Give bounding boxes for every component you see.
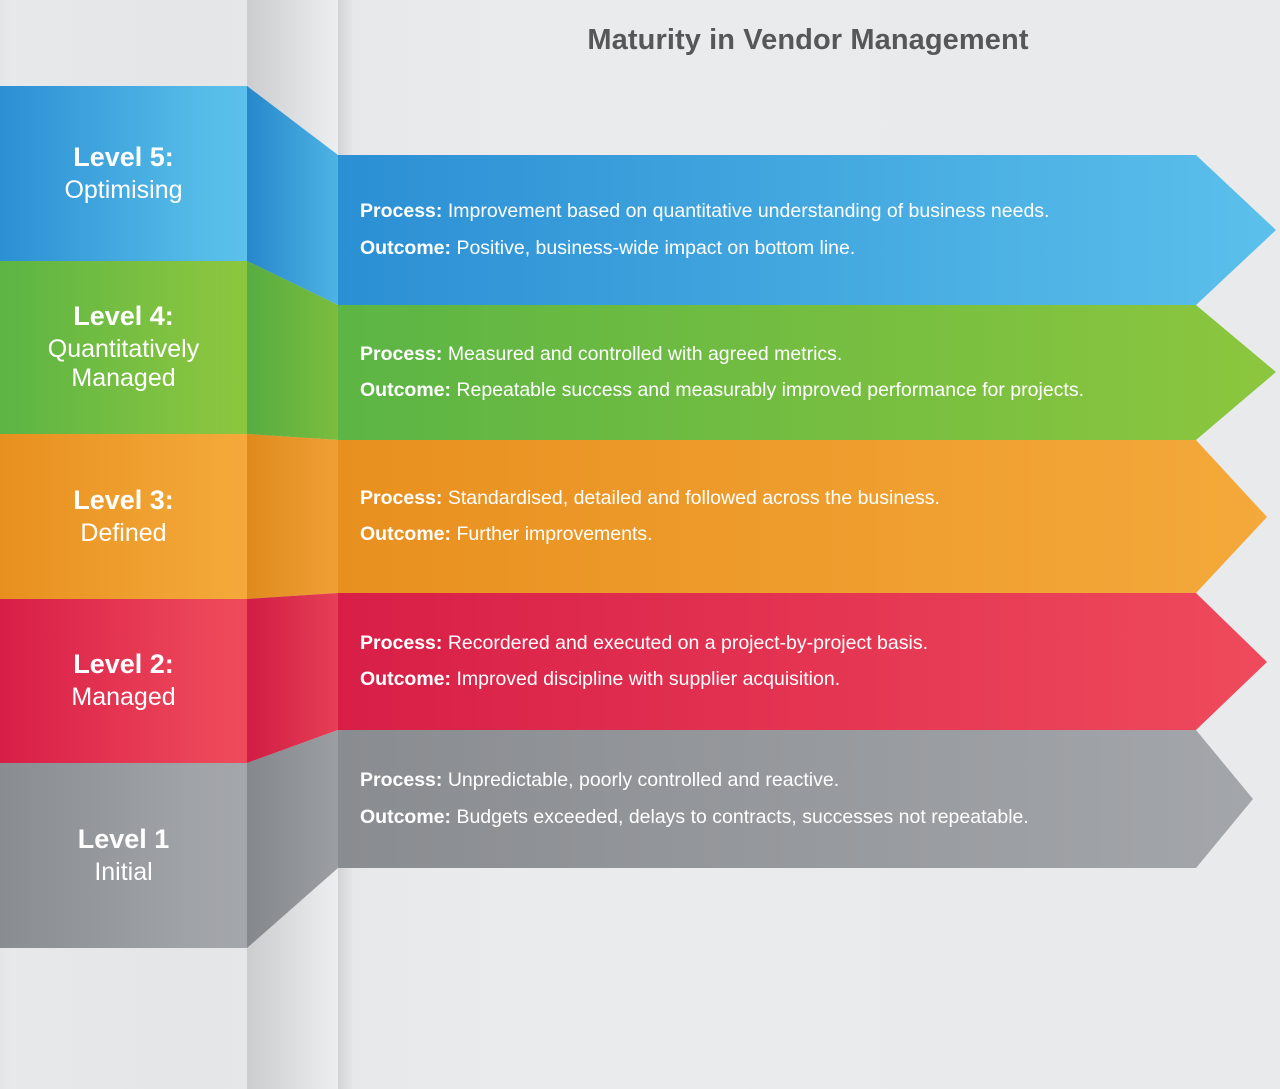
process-line: Process: Standardised, detailed and foll… — [360, 486, 1198, 509]
level-label-number: Level 2: — [73, 649, 174, 680]
process-text: Recordered and executed on a project-by-… — [447, 631, 928, 654]
process-text: Unpredictable, poorly controlled and rea… — [447, 769, 840, 791]
outcome-label: Outcome: — [360, 805, 452, 828]
level-label-name: Managed — [71, 683, 176, 712]
outcome-line: Outcome: Further improvements. — [360, 523, 1198, 545]
level-label-name: Optimising — [64, 175, 183, 204]
process-text: Standardised, detailed and followed acro… — [447, 486, 940, 509]
level-label-number: Level 3: — [73, 484, 174, 515]
outcome-label: Outcome: — [360, 236, 452, 259]
outcome-text: Positive, business-wide impact on bottom… — [456, 236, 856, 259]
outcome-label: Outcome: — [360, 668, 452, 690]
arrow-text-level-3: Process: Standardised, detailed and foll… — [338, 440, 1198, 593]
arrow-text-level-1: Process: Unpredictable, poorly controlle… — [338, 730, 1218, 868]
outcome-label: Outcome: — [360, 379, 452, 401]
process-text: Improvement based on quantitative unders… — [447, 200, 1050, 222]
level-label-name: Defined — [80, 518, 167, 547]
outcome-line: Outcome: Improved discipline with suppli… — [360, 668, 1198, 690]
process-text: Measured and controlled with agreed metr… — [447, 342, 843, 365]
process-line: Process: Measured and controlled with ag… — [360, 342, 1238, 365]
process-line: Process: Improvement based on quantitati… — [360, 200, 1198, 222]
process-line: Process: Unpredictable, poorly controlle… — [360, 769, 1218, 791]
process-label: Process: — [360, 769, 443, 791]
level-label-level-4[interactable]: Level 4: Quantitatively Managed — [0, 261, 247, 434]
level-label-level-5[interactable]: Level 5: Optimising — [0, 86, 247, 261]
outcome-text: Budgets exceeded, delays to contracts, s… — [456, 805, 1029, 828]
outcome-line: Outcome: Budgets exceeded, delays to con… — [360, 805, 1218, 828]
level-label-number: Level 1 — [77, 823, 170, 854]
level-label-column: Level 5: Optimising Level 4: Quantitativ… — [0, 0, 247, 1089]
background-spine-shadow — [247, 0, 338, 1089]
outcome-line: Outcome: Repeatable success and measurab… — [360, 379, 1238, 401]
outcome-text: Improved discipline with supplier acquis… — [456, 668, 841, 690]
level-label-name: Initial — [94, 857, 153, 886]
outcome-line: Outcome: Positive, business-wide impact … — [360, 236, 1198, 259]
level-label-name-line2: Managed — [71, 364, 176, 393]
level-label-number: Level 5: — [73, 141, 174, 172]
level-label-number: Level 4: — [73, 301, 174, 332]
process-label: Process: — [360, 342, 443, 365]
outcome-text: Repeatable success and measurably improv… — [456, 379, 1084, 401]
process-label: Process: — [360, 631, 443, 654]
level-label-level-2[interactable]: Level 2: Managed — [0, 599, 247, 763]
outcome-text: Further improvements. — [456, 523, 653, 545]
level-label-level-3[interactable]: Level 3: Defined — [0, 434, 247, 599]
arrow-text-level-2: Process: Recordered and executed on a pr… — [338, 593, 1198, 730]
arrow-text-level-4: Process: Measured and controlled with ag… — [338, 305, 1238, 440]
level-label-name-line1: Quantitatively — [47, 334, 200, 363]
process-label: Process: — [360, 486, 443, 509]
outcome-label: Outcome: — [360, 523, 452, 545]
arrow-text-level-5: Process: Improvement based on quantitati… — [338, 155, 1198, 305]
process-line: Process: Recordered and executed on a pr… — [360, 631, 1198, 654]
page-title: Maturity in Vendor Management — [587, 24, 1029, 56]
process-label: Process: — [360, 200, 443, 222]
level-label-level-1[interactable]: Level 1 Initial — [0, 763, 247, 948]
